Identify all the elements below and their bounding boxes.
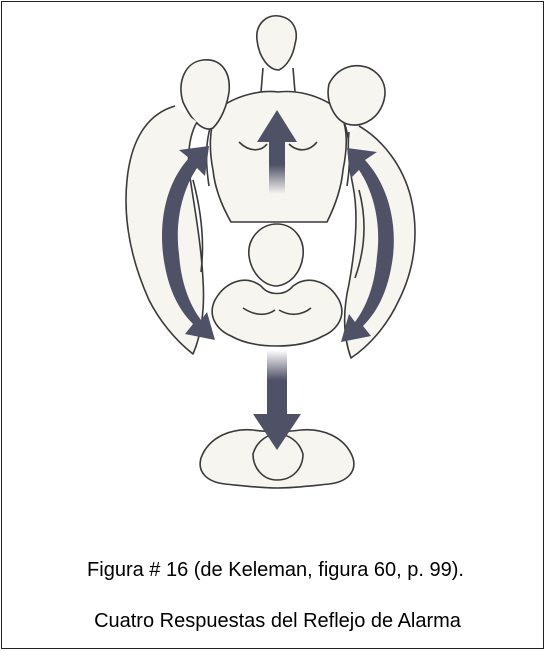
figure-title: Cuatro Respuestas del Reflejo de Alarma [6, 610, 547, 633]
figure-center-crouched [212, 224, 342, 346]
figure-caption: Figura # 16 (de Keleman, figura 60, p. 9… [4, 559, 547, 582]
alarm-reflex-illustration [97, 10, 457, 500]
